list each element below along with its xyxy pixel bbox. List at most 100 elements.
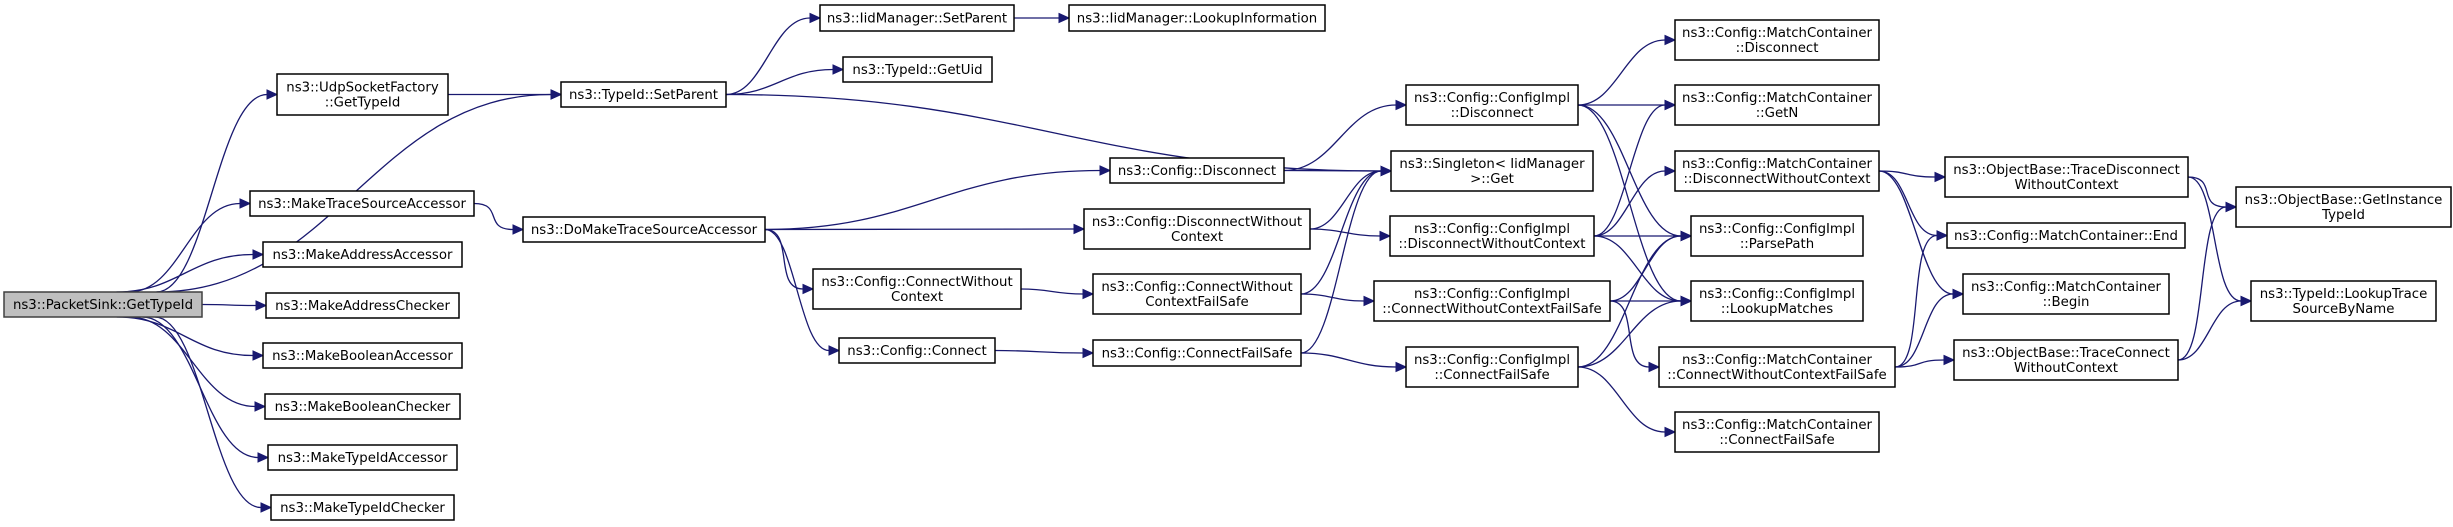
edge-line: [1283, 169, 1382, 172]
node-iid-setparent[interactable]: ns3::IidManager::SetParent: [819, 4, 1015, 32]
node-mk-bool-acc[interactable]: ns3::MakeBooleanAccessor: [262, 342, 463, 369]
node-box: [819, 4, 1015, 32]
node-mc-end[interactable]: ns3::Config::MatchContainer::End: [1946, 222, 2186, 249]
node-udp[interactable]: ns3::UdpSocketFactory::GetTypeId: [276, 73, 449, 116]
edges-layer: [116, 12, 2253, 513]
node-label: ns3::Config::ConfigImpl: [1414, 287, 1570, 302]
node-label: ns3::MakeTypeIdAccessor: [278, 451, 448, 466]
node-tid-getuid[interactable]: ns3::TypeId::GetUid: [842, 56, 993, 83]
node-label: ns3::Config::MatchContainer: [1682, 157, 1872, 172]
node-box: [1658, 346, 1896, 388]
node-label: ns3::Config::ConfigImpl: [1414, 91, 1570, 106]
arrowhead-icon: [1664, 165, 1677, 177]
node-box: [1674, 150, 1880, 192]
node-label: ::GetN: [1756, 106, 1799, 121]
node-mc-getn[interactable]: ns3::Config::MatchContainer::GetN: [1674, 84, 1880, 126]
node-label: ns3::Config::ConnectFailSafe: [1102, 347, 1293, 362]
edge-line: [1593, 170, 1666, 237]
node-label: TypeId: [2321, 208, 2365, 223]
node-mk-bool-chk[interactable]: ns3::MakeBooleanChecker: [264, 393, 461, 420]
arrowhead-icon: [1099, 165, 1112, 176]
node-label: ns3::PacketSink::GetTypeId: [13, 298, 193, 313]
node-label: ns3::TypeId::LookupTrace: [2260, 287, 2428, 302]
node-ci-connfs[interactable]: ns3::Config::ConfigImpl::ConnectFailSafe: [1405, 346, 1579, 388]
node-label: ns3::ObjectBase::TraceDisconnect: [1953, 163, 2180, 178]
node-ob-tcwoc[interactable]: ns3::ObjectBase::TraceConnectWithoutCont…: [1953, 339, 2179, 381]
node-cfg-disc[interactable]: ns3::Config::Disconnect: [1109, 157, 1285, 184]
node-box: [1092, 339, 1302, 367]
node-mk-tid-chk[interactable]: ns3::MakeTypeIdChecker: [270, 494, 455, 521]
node-label: ::DisconnectWithoutContext: [1684, 172, 1871, 187]
edge-root-to-mk-bool-chk: [129, 316, 267, 412]
node-label: ns3::MakeBooleanChecker: [275, 400, 451, 415]
node-domake[interactable]: ns3::DoMakeTraceSourceAccessor: [522, 216, 766, 243]
node-box: [1953, 339, 2179, 381]
node-box: [842, 56, 993, 83]
node-cfg-discwoc[interactable]: ns3::Config::DisconnectWithoutContext: [1083, 208, 1311, 250]
node-box: [1944, 156, 2189, 198]
node-mk-tid-acc[interactable]: ns3::MakeTypeIdAccessor: [267, 444, 458, 471]
node-ci-parse[interactable]: ns3::Config::ConfigImpl::ParsePath: [1690, 215, 1864, 257]
node-ci-lookup[interactable]: ns3::Config::ConfigImpl::LookupMatches: [1690, 280, 1864, 322]
node-mk-addr-chk[interactable]: ns3::MakeAddressChecker: [265, 292, 460, 319]
arrowhead-icon: [802, 283, 815, 295]
node-box: [1405, 346, 1579, 388]
node-tid-setparent[interactable]: ns3::TypeId::SetParent: [560, 81, 727, 108]
edge-line: [1593, 104, 1666, 237]
node-root[interactable]: ns3::PacketSink::GetTypeId: [3, 291, 203, 318]
arrowhead-icon: [1395, 361, 1408, 373]
node-ci-discwoc[interactable]: ns3::Config::ConfigImpl::DisconnectWitho…: [1389, 215, 1595, 257]
edge-cfg-connfs-to-singleton: [1300, 165, 1393, 354]
node-label: ns3::Config::DisconnectWithout: [1092, 215, 1302, 230]
node-cfg-connwocfs[interactable]: ns3::Config::ConnectWithoutContextFailSa…: [1092, 273, 1302, 315]
arrowhead-icon: [1648, 361, 1661, 373]
node-ci-connwocfs[interactable]: ns3::Config::ConfigImpl::ConnectWithoutC…: [1373, 280, 1611, 322]
edge-cfg-disc-to-ci-disc: [1283, 99, 1408, 172]
node-cfg-connfs[interactable]: ns3::Config::ConnectFailSafe: [1092, 339, 1302, 367]
node-mk-trace[interactable]: ns3::MakeTraceSourceAccessor: [249, 190, 475, 217]
arrowhead-icon: [1082, 347, 1095, 359]
node-mc-disc[interactable]: ns3::Config::MatchContainer::Disconnect: [1674, 19, 1880, 61]
node-cfg-conn[interactable]: ns3::Config::Connect: [838, 337, 996, 364]
node-box: [1390, 150, 1594, 192]
edge-line: [725, 68, 834, 96]
edge-line: [1894, 359, 1945, 368]
node-mc-discwoc[interactable]: ns3::Config::MatchContainer::DisconnectW…: [1674, 150, 1880, 192]
node-label: ns3::Config::MatchContainer: [1682, 353, 1872, 368]
node-box: [265, 292, 460, 319]
node-label: ::ConnectWithoutContextFailSafe: [1382, 302, 1601, 317]
arrowhead-icon: [809, 12, 822, 24]
node-label: >::Get: [1470, 172, 1514, 187]
node-iid-lookup[interactable]: ns3::IidManager::LookupInformation: [1068, 4, 1326, 32]
node-label: ns3::MakeTypeIdChecker: [280, 501, 445, 516]
arrowhead-icon: [828, 345, 841, 356]
node-label: WithoutContext: [2014, 178, 2118, 193]
edge-line: [1878, 170, 1936, 178]
node-ob-tdwoc[interactable]: ns3::ObjectBase::TraceDisconnectWithoutC…: [1944, 156, 2189, 198]
edge-root-to-mk-addr-chk: [201, 300, 268, 311]
node-label: ::ConnectWithoutContextFailSafe: [1667, 368, 1886, 383]
arrowhead-icon: [260, 502, 273, 513]
node-cfg-connwoc[interactable]: ns3::Config::ConnectWithoutContext: [812, 268, 1022, 310]
node-mc-connfs[interactable]: ns3::Config::MatchContainer::ConnectFail…: [1674, 411, 1880, 453]
node-ci-disc[interactable]: ns3::Config::ConfigImpl::Disconnect: [1405, 84, 1579, 126]
node-box: [1109, 157, 1285, 184]
node-singleton[interactable]: ns3::Singleton< IidManager>::Get: [1390, 150, 1594, 192]
node-mk-addr-acc[interactable]: ns3::MakeAddressAccessor: [262, 241, 463, 268]
node-mc-connwocfs[interactable]: ns3::Config::MatchContainer::ConnectWith…: [1658, 346, 1896, 388]
node-label: ns3::ObjectBase::TraceConnect: [1962, 346, 2170, 361]
arrowhead-icon: [1073, 223, 1086, 235]
edge-line: [1309, 170, 1382, 230]
edge-cfg-connwocfs-to-singleton: [1300, 165, 1393, 295]
node-label: ns3::Config::ConnectWithout: [1101, 280, 1292, 295]
node-mc-begin[interactable]: ns3::Config::MatchContainer::Begin: [1962, 273, 2170, 315]
arrowhead-icon: [2240, 295, 2253, 307]
node-label: WithoutContext: [2014, 361, 2118, 376]
node-box: [560, 81, 727, 108]
node-label: SourceByName: [2293, 302, 2395, 317]
edge-line: [201, 303, 257, 307]
arrowhead-icon: [1943, 354, 1956, 366]
